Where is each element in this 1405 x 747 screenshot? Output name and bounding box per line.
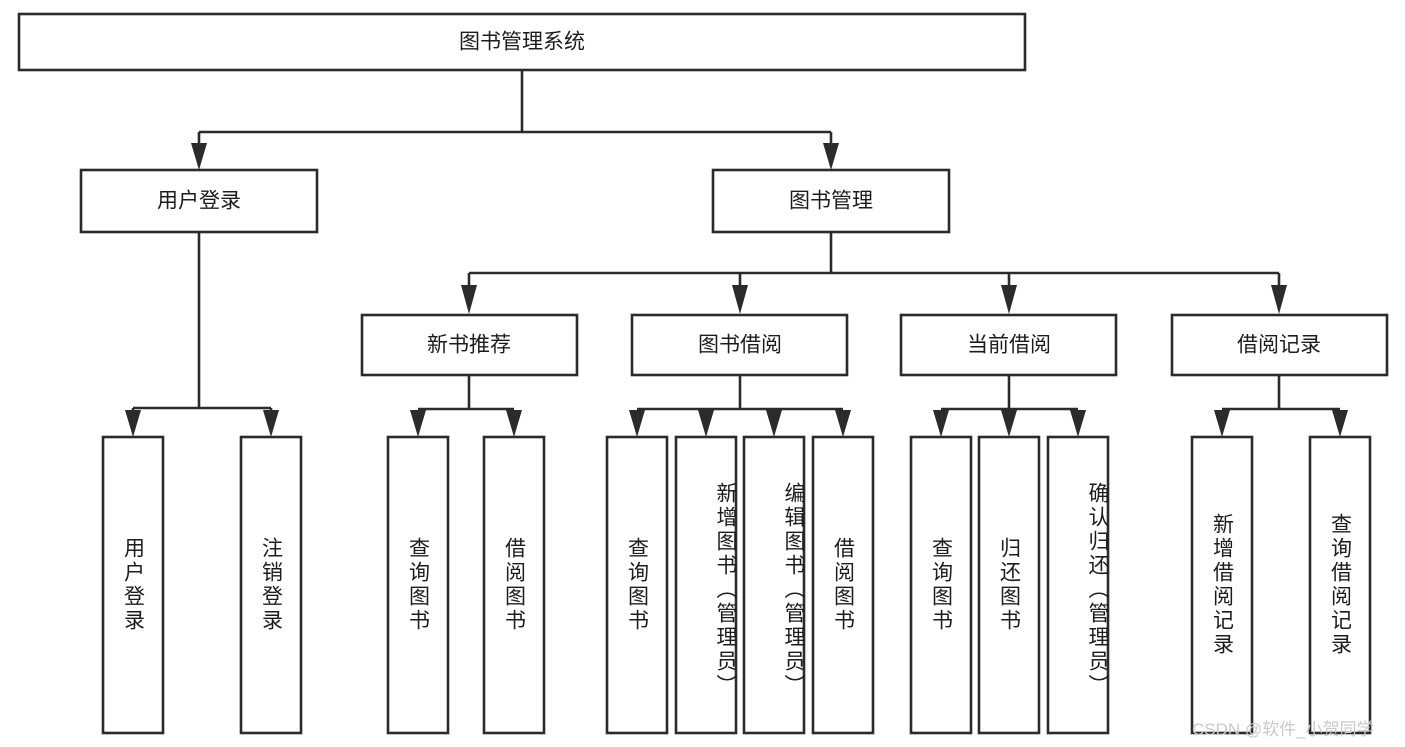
leaf-box-user-login-2[interactable] xyxy=(239,435,303,735)
arrow-bookborrow-leaf-4 xyxy=(835,410,851,437)
arrow-to-new-book xyxy=(461,285,477,314)
leaf-box-borrow-record-1[interactable] xyxy=(1190,435,1254,735)
arrow-to-book-manage xyxy=(823,143,839,170)
node-borrow-record-box[interactable] xyxy=(1170,313,1389,377)
arrow-bookborrow-leaf-1 xyxy=(629,410,645,437)
arrow-currentborrow-leaf-1 xyxy=(933,410,949,437)
leaf-box-current-borrow-3[interactable] xyxy=(1046,435,1110,735)
leaf-box-user-login-1[interactable] xyxy=(101,435,165,735)
node-book-borrow-label: 图书借阅 xyxy=(698,334,782,357)
arrow-borrowrecord-leaf-1 xyxy=(1214,410,1230,437)
leaf-box-new-book-2[interactable] xyxy=(482,435,546,735)
leaf-box-current-borrow-1[interactable] xyxy=(909,435,973,735)
node-layer: 图书管理系统 用户登录 图书管理 新书推荐 图书借阅 当前借阅 借阅记录 xyxy=(17,12,1389,735)
arrow-currentborrow-leaf-2 xyxy=(1001,410,1017,437)
arrow-bookborrow-leaf-3 xyxy=(766,410,782,437)
node-user-login-label: 用户登录 xyxy=(157,190,241,213)
arrow-userlogin-leaf-1 xyxy=(125,410,141,437)
watermark-text: CSDN @软件_小贺同学 xyxy=(1192,720,1374,739)
arrow-newbook-leaf-1 xyxy=(410,410,426,437)
arrow-currentborrow-leaf-3 xyxy=(1070,410,1086,437)
leaf-box-current-borrow-2[interactable] xyxy=(977,435,1041,735)
arrow-borrowrecord-leaf-2 xyxy=(1332,410,1348,437)
node-book-manage-box[interactable] xyxy=(711,168,951,234)
node-new-book-recommend-box[interactable] xyxy=(360,313,579,377)
node-book-manage-label: 图书管理 xyxy=(789,190,873,213)
leaf-box-book-borrow-2[interactable] xyxy=(674,435,738,735)
node-current-borrow-label: 当前借阅 xyxy=(967,334,1051,357)
arrow-to-book-borrow xyxy=(732,285,748,314)
arrow-to-user-login xyxy=(191,143,207,170)
node-user-login-box[interactable] xyxy=(79,168,319,234)
leaf-box-book-borrow-3[interactable] xyxy=(742,435,806,735)
arrow-newbook-leaf-2 xyxy=(506,410,522,437)
connector-layer xyxy=(125,70,1348,437)
leaf-box-book-borrow-4[interactable] xyxy=(811,435,875,735)
arrow-to-current-borrow xyxy=(1001,285,1017,314)
arrow-userlogin-leaf-2 xyxy=(263,410,279,437)
arrow-bookborrow-leaf-2 xyxy=(698,410,714,437)
arrow-to-borrow-record xyxy=(1271,285,1287,314)
node-root-box[interactable] xyxy=(17,12,1027,72)
node-borrow-record-label: 借阅记录 xyxy=(1237,334,1321,357)
node-current-borrow-box[interactable] xyxy=(899,313,1118,377)
node-new-book-recommend-label: 新书推荐 xyxy=(427,334,511,357)
leaf-box-new-book-1[interactable] xyxy=(386,435,450,735)
leaf-box-borrow-record-2[interactable] xyxy=(1308,435,1372,735)
leaf-box-book-borrow-1[interactable] xyxy=(605,435,669,735)
node-root-label: 图书管理系统 xyxy=(459,31,585,54)
node-book-borrow-box[interactable] xyxy=(630,313,849,377)
